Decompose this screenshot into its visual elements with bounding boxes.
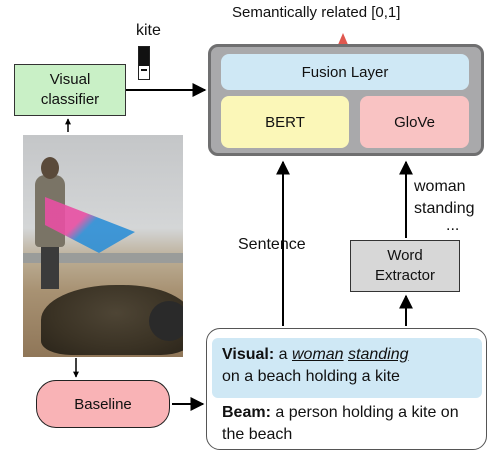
detected-class-label: kite — [136, 22, 161, 39]
extracted-word: standing — [414, 200, 475, 217]
beam-caption: Beam: a person holding a kite on the bea… — [222, 402, 484, 446]
input-photo — [23, 135, 183, 357]
visual-caption-keyword-woman: woman — [291, 346, 344, 363]
bert-box: BERT — [221, 96, 349, 148]
output-arrow — [337, 33, 349, 47]
visual-caption-keyword-standing: standing — [348, 346, 409, 363]
confidence-bar-tick — [141, 68, 147, 71]
visual-caption-rest: on a beach holding a kite — [222, 368, 400, 385]
visual-caption: Visual: a woman standing on a beach hold… — [212, 338, 482, 398]
glove-box: GloVe — [360, 96, 469, 148]
visual-caption-prefix: Visual: — [222, 346, 275, 363]
beam-caption-prefix: Beam: — [222, 404, 271, 421]
confidence-bar — [138, 46, 150, 80]
photo-person-head — [41, 157, 59, 179]
output-label: Semantically related [0,1] — [232, 4, 401, 21]
visual-caption-word: a — [278, 346, 288, 363]
fusion-layer-box: Fusion Layer — [221, 54, 469, 90]
extracted-word-ellipsis: ... — [446, 217, 460, 234]
word-extractor-box: Word Extractor — [350, 240, 460, 292]
sentence-label: Sentence — [238, 236, 306, 253]
confidence-bar-fill — [139, 47, 149, 67]
extracted-word: woman — [414, 178, 466, 195]
visual-classifier-box: Visual classifier — [14, 64, 126, 116]
beam-caption-text: a person holding a kite on the beach — [222, 404, 459, 443]
photo-person-legs — [41, 245, 59, 289]
baseline-box: Baseline — [36, 380, 170, 428]
extracted-words: woman standing ... — [414, 176, 475, 234]
photo-sea — [23, 253, 183, 263]
photo-rock — [149, 301, 183, 341]
